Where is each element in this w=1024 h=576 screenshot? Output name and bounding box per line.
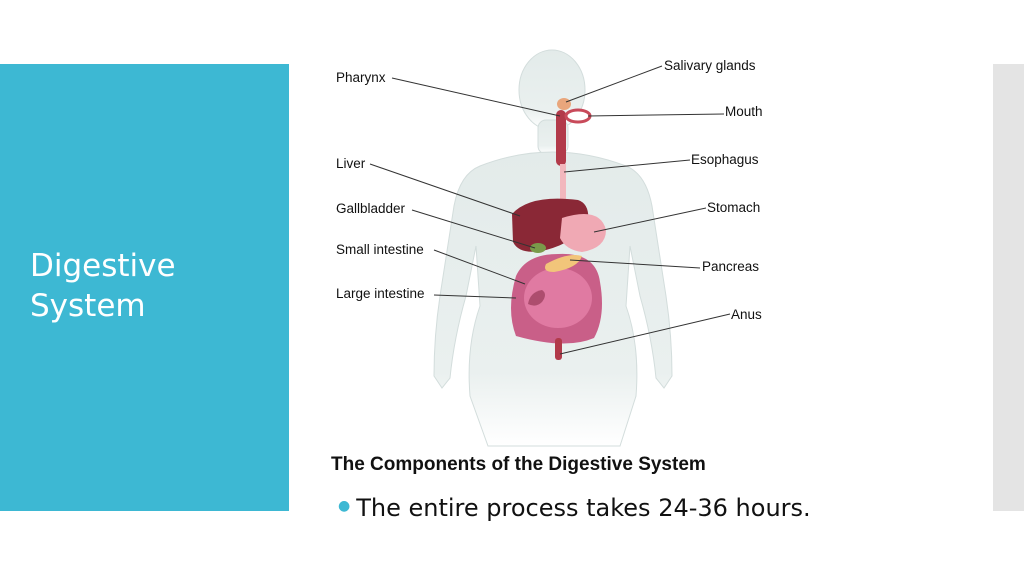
- figure-caption: The Components of the Digestive System: [331, 454, 706, 475]
- body-silhouette: [433, 49, 673, 447]
- right-side-strip: [993, 64, 1024, 511]
- stomach-shape: [560, 214, 606, 252]
- label-gallbladder: Gallbladder: [336, 201, 406, 216]
- bullet-item: ● The entire process takes 24-36 hours.: [338, 494, 811, 522]
- bullet-dot-icon: ●: [338, 498, 351, 514]
- label-pancreas: Pancreas: [702, 259, 760, 274]
- label-salivary-glands: Salivary glands: [664, 58, 756, 73]
- leader-lines: [369, 65, 731, 355]
- slide-title: Digestive System: [30, 246, 176, 326]
- mouth-shape: [564, 108, 592, 124]
- label-mouth: Mouth: [725, 104, 763, 119]
- label-esophagus: Esophagus: [691, 152, 759, 167]
- label-liver: Liver: [336, 156, 366, 171]
- label-large-intestine: Large intestine: [336, 286, 425, 301]
- anus-shape: [555, 338, 562, 360]
- pharynx-shape: [556, 110, 566, 166]
- slide-title-line-1: Digestive: [30, 248, 176, 284]
- organs: [511, 98, 606, 360]
- label-small-intestine: Small intestine: [336, 242, 424, 257]
- digestive-system-diagram: Pharynx Liver Gallbladder Small intestin…: [320, 46, 790, 456]
- pancreas-shape: [545, 255, 582, 272]
- bullet-text: The entire process takes 24-36 hours.: [356, 494, 811, 522]
- title-panel: [0, 64, 289, 511]
- label-anus: Anus: [731, 307, 762, 322]
- anatomy-illustration: [369, 49, 731, 447]
- label-stomach: Stomach: [707, 200, 761, 215]
- salivary-gland-shape: [557, 98, 571, 110]
- slide-title-line-2: System: [30, 288, 146, 324]
- small-intestine-shape: [524, 268, 592, 328]
- gallbladder-shape: [530, 243, 546, 253]
- esophagus-shape: [560, 164, 566, 212]
- label-pharynx: Pharynx: [336, 70, 386, 85]
